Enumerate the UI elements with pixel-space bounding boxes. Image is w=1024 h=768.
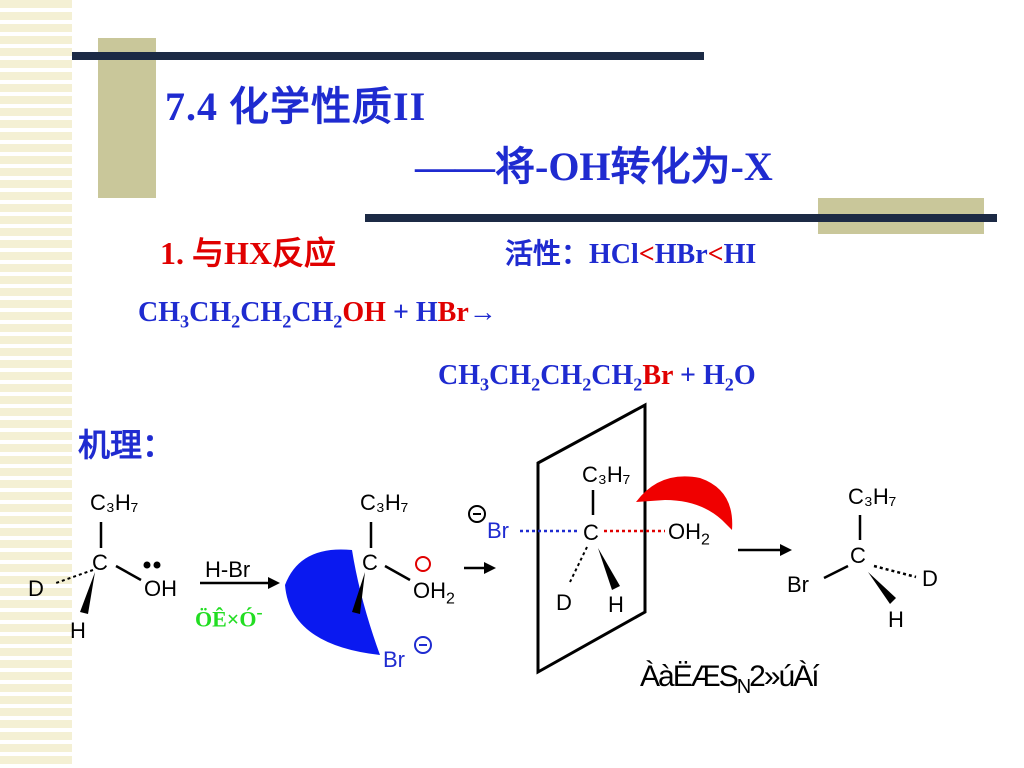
mechanism-caption: ÀàËÆSN2»úÀí	[640, 660, 820, 698]
reagent-hbr: H-Br	[205, 557, 251, 582]
green-label: ÖÊ×Ó-	[195, 602, 263, 632]
p-propyl: C₃H₇	[848, 484, 897, 509]
ts-bromine: Br	[487, 518, 509, 543]
p-deuterium: D	[922, 566, 938, 591]
s2-carbon: C	[362, 550, 378, 575]
decor-olive-block-top	[98, 38, 156, 198]
slide-subtitle: ——将-OH转化为-X	[415, 144, 773, 189]
s1-propyl: C₃H₇	[90, 490, 139, 515]
p-bromine: Br	[787, 572, 809, 597]
ts-water: OH2	[668, 519, 710, 549]
p-hydrogen: H	[888, 607, 904, 632]
p-carbon: C	[850, 543, 866, 568]
s2-bromide: Br	[383, 647, 405, 672]
striped-left-border	[0, 0, 72, 768]
decor-navy-line-bottom	[365, 214, 997, 222]
ts-deuterium: D	[556, 590, 572, 615]
s1-hydrogen: H	[70, 618, 86, 643]
ts-hydrogen: H	[608, 592, 624, 617]
ts-propyl: C₃H₇	[582, 462, 631, 487]
s1-deuterium: D	[28, 576, 44, 601]
decor-navy-line-top	[72, 52, 704, 60]
s2-propyl: C₃H₇	[360, 490, 409, 515]
equation-reactants: CH3CH2CH2CH2OH + HBr→	[138, 297, 497, 332]
section-heading: 1. 与HX反应	[160, 235, 337, 271]
ts-carbon: C	[583, 520, 599, 545]
activity-order: 活性：HCl<HBr<HI	[505, 239, 757, 270]
s1-carbon: C	[92, 550, 108, 575]
equation-products: CH3CH2CH2CH2Br + H2O	[438, 360, 756, 395]
s2-oxonium: OH2	[413, 578, 455, 608]
slide-title: 7.4 化学性质II	[165, 84, 427, 129]
s1-hydroxyl: OH	[144, 576, 177, 601]
mechanism-label: 机理：	[78, 427, 175, 463]
